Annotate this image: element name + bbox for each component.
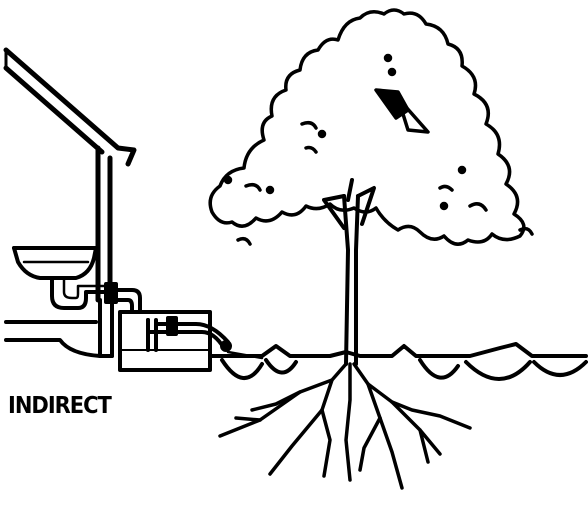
tree-roots-icon [220, 364, 470, 488]
diagram-caption: INDIRECT [8, 392, 111, 418]
outlet-pipe-icon [148, 318, 230, 350]
grease-trap-box-icon [120, 312, 210, 370]
ground-line-icon [210, 344, 586, 379]
tree-canopy-icon [210, 10, 532, 244]
